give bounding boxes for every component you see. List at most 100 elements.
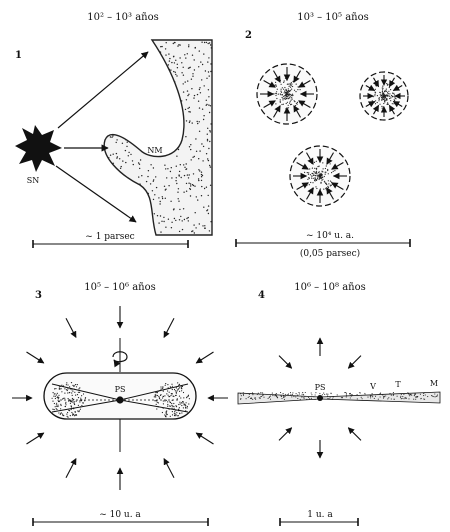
protoplanetary-stipple — [240, 391, 439, 401]
globule-dot — [295, 83, 297, 85]
protoplanetary-dot — [377, 398, 379, 400]
globule-dot — [283, 80, 285, 82]
disk-dot — [66, 389, 68, 392]
cloud-dot — [147, 170, 150, 172]
panel-1-scale-label: ~ 1 parsec — [85, 232, 134, 242]
globule-dot — [374, 95, 376, 97]
cloud-dot — [188, 174, 190, 176]
globule-infall-arrow — [298, 100, 311, 108]
cloud-dot — [192, 184, 195, 187]
disk-dot — [73, 401, 75, 403]
disk-dot — [74, 415, 76, 417]
cloud-dot — [185, 163, 187, 165]
cloud-dot — [186, 174, 189, 176]
disk-dot — [75, 394, 77, 396]
protoplanetary-dot — [301, 396, 303, 398]
disk-dot — [175, 394, 177, 396]
disk-dot — [162, 387, 164, 389]
disk-dot — [179, 401, 181, 403]
cloud-dot — [190, 78, 193, 80]
globule-dot — [318, 174, 320, 176]
globule-dot — [381, 99, 383, 101]
cloud-dot — [125, 161, 127, 164]
disk-dot — [175, 391, 177, 393]
disk-dot — [171, 388, 173, 391]
globule-infall-arrow — [372, 77, 380, 88]
cloud-dot — [126, 141, 128, 143]
cloud-dot — [207, 159, 210, 162]
globule-infall-arrow — [263, 80, 276, 88]
globule-dot — [317, 175, 319, 177]
globule-infall-arrow — [273, 70, 281, 83]
cloud-dot — [193, 69, 196, 71]
globule-dot — [388, 95, 390, 97]
cloud-dot — [207, 42, 209, 45]
cloud-dot — [167, 64, 170, 66]
globule-dot — [287, 107, 290, 109]
globule-dot — [289, 95, 291, 97]
globule-dot — [291, 88, 293, 90]
globule-dot — [320, 172, 322, 174]
disk-dot — [74, 391, 76, 393]
globule-dot — [324, 167, 326, 170]
disk-dot — [57, 400, 60, 403]
globule-dot — [325, 189, 327, 191]
panel-3-number: 3 — [35, 290, 42, 301]
globule-dot — [334, 170, 336, 172]
protoplanetary-dot — [351, 394, 353, 396]
cloud-dot — [153, 213, 155, 215]
disk-dot — [69, 400, 72, 402]
cloud-dot — [198, 179, 200, 182]
cloud-dot — [179, 57, 181, 59]
protoplanetary-dot — [356, 398, 358, 400]
globule-dot — [287, 88, 289, 90]
disk-dot — [176, 412, 178, 414]
cloud-dot — [175, 165, 177, 167]
globule-dot — [327, 173, 329, 175]
globule-dot — [291, 103, 293, 105]
cloud-dot — [188, 93, 190, 96]
globule-dot — [287, 104, 289, 106]
disk-dot — [77, 404, 79, 406]
cloud-dot — [179, 44, 181, 46]
protoplanetary-dot — [330, 393, 332, 395]
disk-dot — [51, 397, 53, 399]
protoplanetary-dot — [420, 398, 422, 400]
globule-dot — [288, 91, 290, 93]
disk-dot — [56, 392, 58, 394]
protoplanetary-dot — [356, 394, 358, 396]
globule-dot — [309, 168, 311, 170]
cloud-dot — [208, 42, 211, 44]
disk-dot — [172, 395, 174, 397]
protoplanetary-dot — [247, 396, 249, 399]
globule-dot — [276, 97, 278, 100]
globule-dot — [381, 107, 383, 109]
disk-dot — [58, 394, 60, 396]
disk-dot — [180, 386, 182, 388]
cloud-dot — [202, 145, 205, 148]
cloud-dot — [155, 186, 158, 189]
cloud-dot — [171, 177, 173, 179]
disk-dot — [65, 404, 67, 406]
protoplanetary-dot — [308, 396, 310, 398]
cloud-dot — [173, 70, 175, 73]
globule-dot — [308, 172, 310, 174]
globule-dot — [394, 100, 396, 102]
globule-dot — [389, 93, 391, 95]
disk-dot — [54, 388, 56, 390]
disk-dot — [178, 387, 181, 389]
protoplanetary-dot — [248, 395, 250, 398]
disk-dot — [174, 390, 176, 392]
cloud-dot — [169, 170, 172, 173]
disk-dot — [188, 403, 190, 405]
disk-dot — [178, 383, 181, 385]
disk-dot — [58, 388, 61, 390]
protoplanetary-dot — [303, 393, 305, 395]
protoplanetary-dot — [299, 398, 301, 400]
cloud-dot — [204, 225, 206, 227]
cloud-dot — [159, 200, 161, 203]
protoplanetary-dot — [284, 396, 286, 398]
cloud-dot — [160, 46, 162, 48]
protoplanetary-dot — [332, 398, 334, 400]
